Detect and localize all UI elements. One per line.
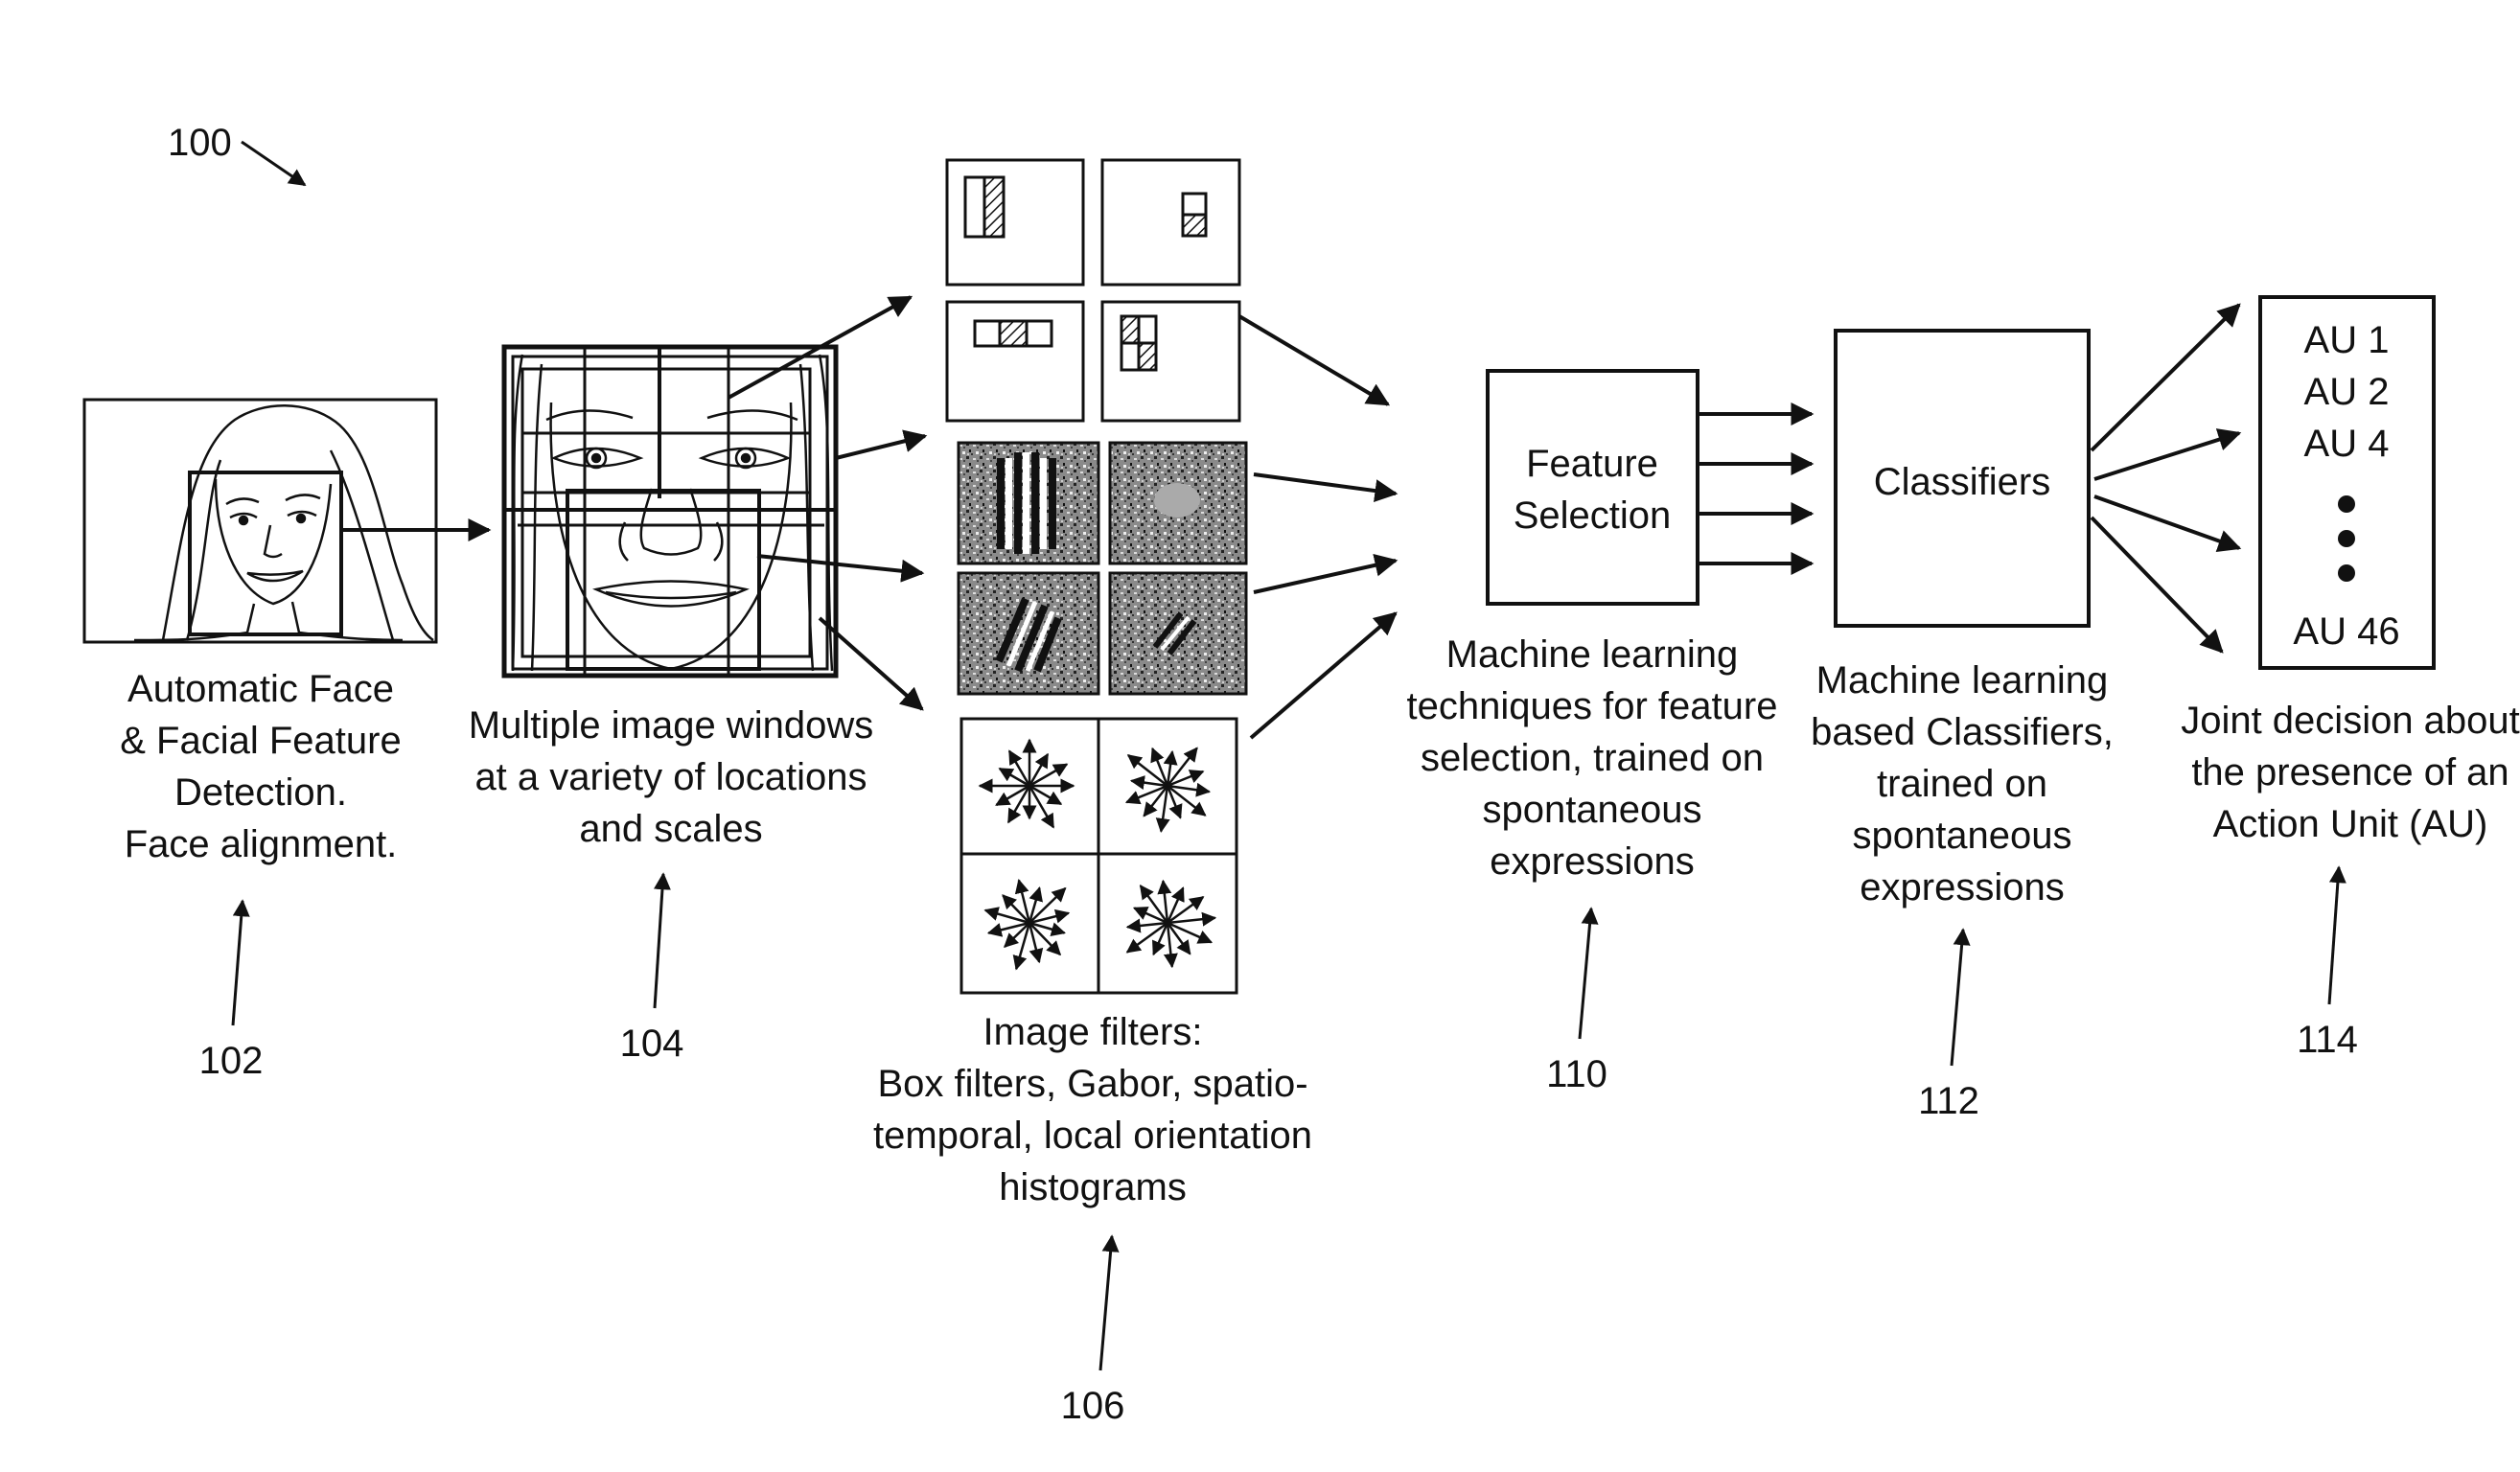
orientation-histogram-grid <box>961 719 1237 993</box>
classifiers-label: Classifiers <box>1874 461 2050 503</box>
classifiers-caption-line-1: Machine learning <box>1816 659 2109 702</box>
classifiers-caption-line-4: spontaneous <box>1852 815 2071 857</box>
image-windows-caption-line-2: at a variety of locations <box>474 756 867 798</box>
action-units-ellipsis <box>2338 495 2355 582</box>
action-units-caption-line-1: Joint decision about <box>2181 700 2520 742</box>
face-detection-ref-arrow <box>233 901 243 1025</box>
image-filters-ref: 106 <box>1061 1385 1125 1427</box>
action-units-ref-arrow <box>2329 867 2339 1004</box>
action-units-caption-line-3: Action Unit (AU) <box>2213 803 2488 845</box>
image-filters-caption: Image filters: Box filters, Gabor, spati… <box>873 1011 1312 1208</box>
feature-selection-caption-line-1: Machine learning <box>1446 633 1739 676</box>
feature-selection-label-line-2: Selection <box>1514 494 1672 537</box>
face-detection-caption-line-4: Face alignment. <box>125 823 398 865</box>
classifiers-caption-line-5: expressions <box>1860 866 2064 908</box>
classifiers-stage: Classifiers Machine learning based Class… <box>1811 331 2114 1122</box>
action-unit-46: AU 46 <box>2293 610 2399 653</box>
action-units-stage: AU 1 AU 2 AU 4 AU 46 Joint decision abou… <box>2181 297 2520 1061</box>
image-filters-caption-line-4: histograms <box>999 1166 1187 1208</box>
action-unit-4: AU 4 <box>2304 423 2390 465</box>
feature-selection-caption-line-5: expressions <box>1490 840 1694 883</box>
classifiers-caption-line-3: trained on <box>1877 763 2047 805</box>
image-windows-grid <box>504 347 836 676</box>
face-detection-stage: Automatic Face & Facial Feature Detectio… <box>84 400 436 1082</box>
face-detection-caption-line-2: & Facial Feature <box>120 720 401 762</box>
image-windows-caption: Multiple image windows at a variety of l… <box>469 704 873 850</box>
feature-selection-ref-arrow <box>1580 908 1591 1039</box>
feature-selection-stage: Feature Selection Machine learning techn… <box>1407 371 1778 1095</box>
face-detection-caption: Automatic Face & Facial Feature Detectio… <box>120 668 401 865</box>
face-detection-caption-line-3: Detection. <box>174 771 347 814</box>
image-windows-ref: 104 <box>620 1023 684 1065</box>
feature-selection-caption-line-4: spontaneous <box>1482 789 1701 831</box>
feature-selection-box <box>1488 371 1698 604</box>
image-filters-caption-line-3: temporal, local orientation <box>873 1115 1312 1157</box>
action-units-ref: 114 <box>2297 1019 2358 1061</box>
figure-number-arrow <box>242 142 305 185</box>
arrows-filters-to-feature-selection <box>1239 316 1396 738</box>
image-filters-caption-line-2: Box filters, Gabor, spatio- <box>877 1063 1307 1105</box>
arrows-feature-selection-to-classifiers <box>1698 414 1812 564</box>
image-filters-stage: Image filters: Box filters, Gabor, spati… <box>873 160 1312 1427</box>
arrows-classifiers-to-action-units <box>2092 305 2239 652</box>
image-filters-caption-line-1: Image filters: <box>983 1011 1203 1053</box>
image-windows-caption-line-3: and scales <box>579 808 762 850</box>
action-units-caption: Joint decision about the presence of an … <box>2181 700 2520 845</box>
feature-selection-caption: Machine learning techniques for feature … <box>1407 633 1778 883</box>
action-units-caption-line-2: the presence of an <box>2191 751 2508 794</box>
classifiers-ref-arrow <box>1952 930 1963 1066</box>
classifiers-caption: Machine learning based Classifiers, trai… <box>1811 659 2114 908</box>
image-windows-stage: Multiple image windows at a variety of l… <box>469 347 873 1065</box>
figure-number-label: 100 <box>168 122 232 164</box>
face-detection-ref: 102 <box>199 1040 264 1082</box>
classifiers-ref: 112 <box>1918 1080 1979 1122</box>
windows-face-drawing <box>513 355 832 671</box>
image-filters-ref-arrow <box>1100 1236 1112 1370</box>
image-windows-ref-arrow <box>655 874 663 1008</box>
classifiers-caption-line-2: based Classifiers, <box>1811 711 2114 753</box>
action-unit-2: AU 2 <box>2304 371 2390 413</box>
figure-number: 100 <box>168 122 305 185</box>
feature-selection-caption-line-2: techniques for feature <box>1407 685 1778 727</box>
action-unit-1: AU 1 <box>2304 319 2390 361</box>
face-detection-caption-line-1: Automatic Face <box>127 668 394 710</box>
gabor-filter-tiles <box>959 443 1246 694</box>
feature-selection-caption-line-3: selection, trained on <box>1421 737 1764 779</box>
image-windows-caption-line-1: Multiple image windows <box>469 704 873 747</box>
feature-selection-ref: 110 <box>1546 1053 1607 1095</box>
feature-selection-label-line-1: Feature <box>1526 443 1658 485</box>
box-filter-tiles <box>947 160 1239 421</box>
